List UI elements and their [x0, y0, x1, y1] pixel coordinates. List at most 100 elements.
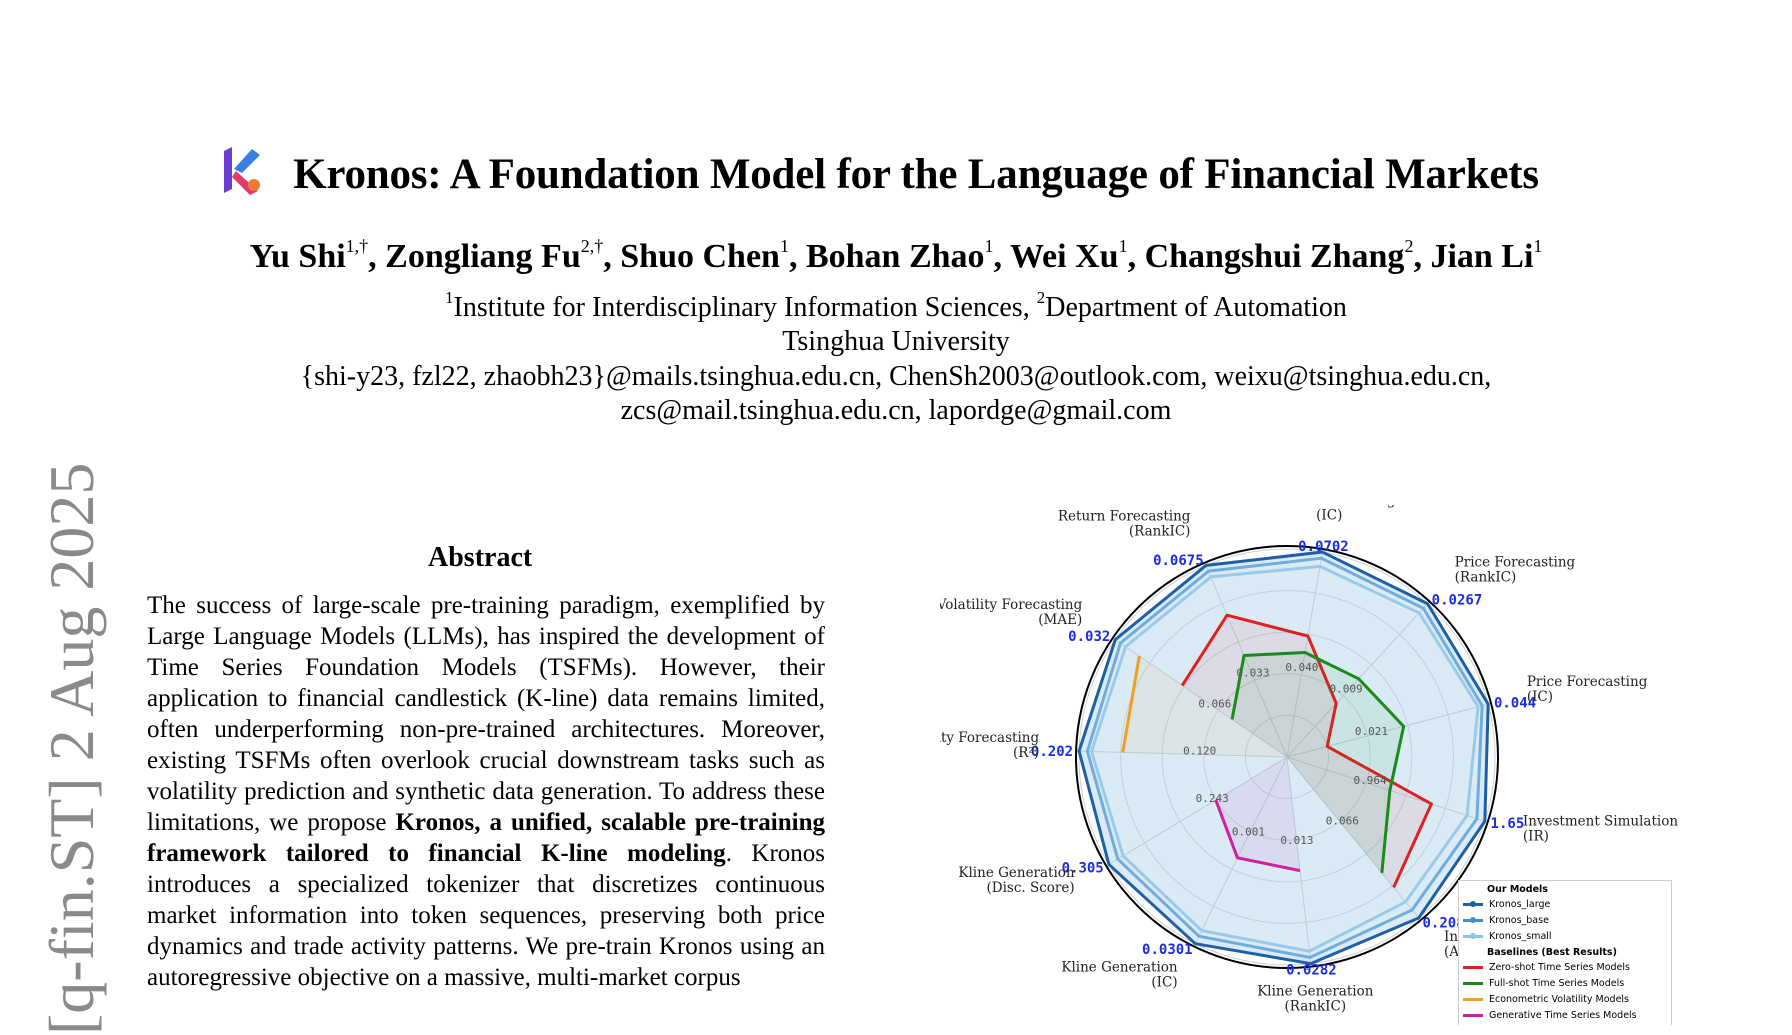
series-line — [1230, 650, 1406, 874]
grid-ring — [1203, 673, 1371, 841]
axis-baseline-value: 0.021 — [1355, 725, 1388, 738]
series-line — [1077, 550, 1490, 966]
author-name: Changshui Zhang — [1144, 238, 1405, 275]
axis-label: (IC) — [1527, 689, 1553, 705]
author-name: Jian Li — [1430, 238, 1534, 275]
axis-label: (RankIC) — [1285, 998, 1347, 1014]
grid-spoke — [1205, 565, 1288, 758]
axis-label: Kline Generation — [1257, 983, 1374, 999]
grid-spoke — [1286, 551, 1323, 758]
arxiv-stamp: [q-fin.ST] 2 Aug 2025 — [36, 462, 107, 1035]
legend-swatch — [1463, 1013, 1483, 1017]
axis-label: (R²) — [1013, 745, 1039, 761]
axis-label: Return Forecasting — [1263, 505, 1396, 509]
axis-best-value: 0.305 — [1062, 861, 1104, 877]
axis-baseline-value: 0.964 — [1354, 774, 1387, 787]
author-name: Yu Shi — [249, 238, 346, 275]
author-name: Bohan Zhao — [805, 238, 985, 275]
legend-label: Generative Time Series Models — [1489, 1009, 1637, 1021]
axis-label: Return Forecasting — [1058, 509, 1191, 525]
university-line: Tsinghua University — [782, 326, 1010, 357]
legend-item: Full-shot Time Series Models — [1459, 975, 1671, 991]
axis-best-value: 0.0702 — [1298, 539, 1349, 555]
grid-spoke — [1079, 750, 1288, 758]
series-area — [1215, 757, 1301, 871]
legend-label: Kronos_small — [1489, 930, 1552, 942]
series-area — [1122, 656, 1287, 757]
legend-label: Full-shot Time Series Models — [1489, 977, 1625, 989]
legend-item: Kronos_large — [1459, 896, 1671, 912]
legend-swatch — [1463, 900, 1483, 907]
author-affiliation-marker: 1 — [1118, 236, 1128, 256]
legend-swatch — [1463, 997, 1483, 1001]
email-line-2: zcs@mail.tsinghua.edu.cn, lapordge@gmail… — [620, 395, 1172, 426]
radar-chart: 0.0675 Return Forecasting (RankIC) 0.033 0.0… — [940, 505, 1678, 1014]
axis-label: Volatility Forecasting — [940, 730, 1039, 746]
legend-item: Kronos_small — [1459, 928, 1671, 944]
paper-title: Kronos: A Foundation Model for the Langu… — [293, 151, 1539, 198]
axis-label: Kline Generation — [1061, 960, 1178, 976]
axis-baseline-value: 0.120 — [1183, 745, 1216, 758]
axis-best-value: 1.65 — [1491, 816, 1525, 832]
grid-ring — [1244, 714, 1330, 800]
author-affiliation-marker: 1 — [779, 236, 789, 256]
axis-baseline-value: 0.040 — [1285, 661, 1318, 674]
legend-swatch — [1463, 932, 1483, 939]
axis-baseline-value: 0.033 — [1236, 667, 1269, 680]
legend-label: Kronos_base — [1489, 914, 1549, 926]
axis-best-value: 0.0267 — [1432, 592, 1483, 608]
author-affiliation-marker: 1 — [984, 236, 994, 256]
author-affiliation-marker: 1,† — [345, 236, 369, 256]
legend-heading: Baselines (Best Results) — [1487, 947, 1617, 958]
author-affiliation-marker: 1 — [1533, 236, 1543, 256]
series-line — [1090, 564, 1480, 953]
axis-best-value: 0.0675 — [1153, 553, 1204, 569]
author-list: Yu Shi1,†, Zongliang Fu2,†, Shuo Chen1, … — [249, 236, 1543, 275]
axis-label: Price Forecasting — [1527, 674, 1648, 690]
grid-spoke — [1115, 639, 1288, 758]
legend-swatch — [1463, 981, 1483, 985]
outer-ring — [1075, 545, 1499, 969]
series-line — [1121, 655, 1141, 753]
legend-item: Generative Time Series Models — [1459, 1007, 1671, 1023]
legend-swatch — [1463, 965, 1483, 969]
axis-label: Volatility Forecasting — [940, 597, 1083, 613]
legend-item: Econometric Volatility Models — [1459, 991, 1671, 1007]
series-line — [1180, 613, 1433, 889]
axis-label: (IC) — [1316, 508, 1342, 524]
author-name: Wei Xu — [1009, 238, 1119, 275]
series-area — [1182, 615, 1432, 888]
axis-label: (RankIC) — [1455, 569, 1517, 585]
grid-spoke — [1286, 756, 1485, 822]
grid-ring — [1120, 590, 1454, 924]
axis-label: (MAE) — [1038, 612, 1082, 628]
axis-baseline-value: 0.066 — [1326, 815, 1359, 828]
legend-item: Kronos_base — [1459, 912, 1671, 928]
author-name: Zongliang Fu — [385, 238, 581, 275]
axis-best-value: 0.044 — [1494, 696, 1536, 712]
abstract-heading: Abstract — [428, 542, 533, 573]
affiliation-line: 1Institute for Interdisciplinary Informa… — [445, 288, 1347, 323]
legend-label: Zero-shot Time Series Models — [1489, 961, 1630, 973]
grid-spoke — [1286, 603, 1428, 758]
axis-baseline-value: 0.009 — [1329, 683, 1362, 696]
grid-spoke — [1286, 756, 1312, 964]
axis-best-value: 0.0301 — [1142, 942, 1193, 958]
axis-baseline-value: 0.066 — [1198, 698, 1231, 711]
axis-baseline-value: 0.013 — [1280, 834, 1313, 847]
axis-label: (IC) — [1151, 975, 1177, 991]
axis-label: Kline Generation — [958, 865, 1075, 881]
axis-label: Price Forecasting — [1455, 554, 1576, 570]
legend-swatch — [1463, 916, 1483, 923]
axis-best-value: 0.0282 — [1286, 963, 1337, 979]
legend-item: Zero-shot Time Series Models — [1459, 959, 1671, 975]
series-line — [1214, 799, 1301, 873]
legend-label: Econometric Volatility Models — [1489, 993, 1629, 1005]
series-area — [1232, 652, 1404, 873]
grid-ring — [1078, 548, 1496, 966]
grid-spoke — [1286, 756, 1420, 919]
kronos-logo — [224, 147, 260, 195]
axis-best-value: 0.202 — [1031, 744, 1073, 760]
grid-spoke — [1108, 756, 1288, 865]
